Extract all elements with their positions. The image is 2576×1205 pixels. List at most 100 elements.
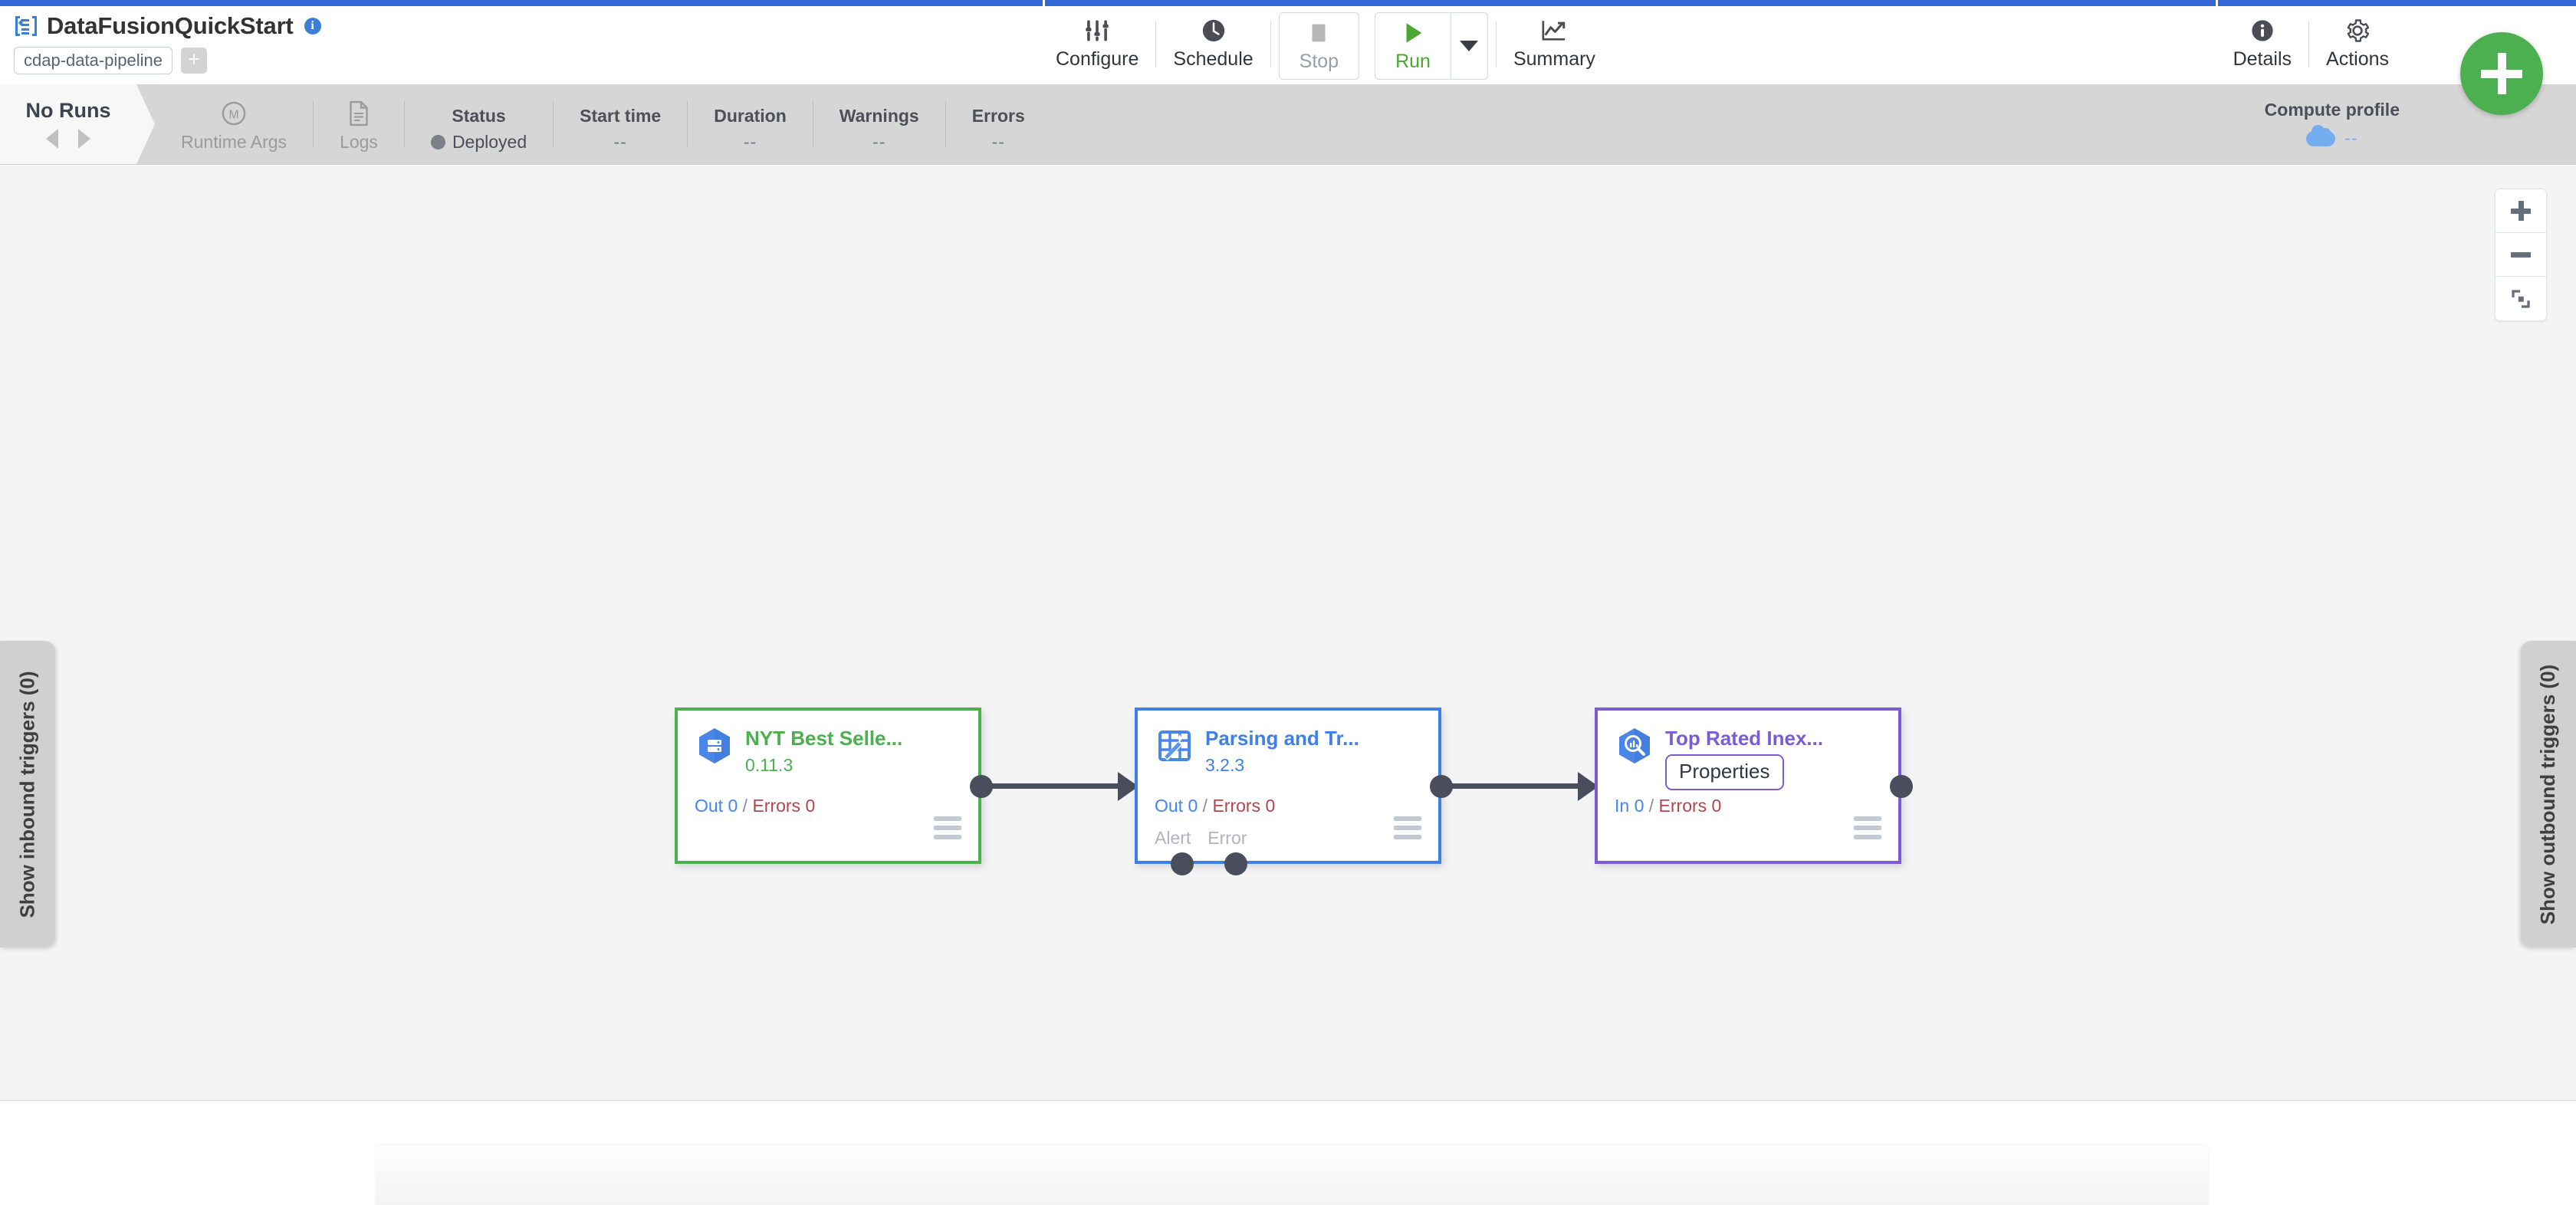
duration-cell: Duration --: [688, 84, 813, 164]
node-properties-button[interactable]: Properties: [1665, 754, 1784, 790]
pipeline-node-sink[interactable]: Top Rated Inex... Properties In 0 / Erro…: [1595, 708, 1913, 864]
details-label: Details: [2233, 48, 2292, 70]
node-output-port[interactable]: [1890, 775, 1913, 798]
cdap-logo-icon: [15, 16, 37, 36]
pipeline-header: DataFusionQuickStart i cdap-data-pipelin…: [0, 6, 2576, 84]
compute-profile-cell[interactable]: Compute profile --: [2265, 84, 2400, 164]
triangle-right-icon[interactable]: [78, 128, 90, 149]
fit-screen-icon: [2512, 289, 2530, 308]
bigquery-source-icon: [699, 728, 730, 763]
run-status-bar: No Runs M Runtime Args: [0, 84, 2576, 165]
triangle-left-icon[interactable]: [46, 128, 58, 149]
play-triangle-icon: [1400, 16, 1426, 50]
logs-button[interactable]: Logs: [314, 84, 404, 164]
node-title: Parsing and Tr...: [1205, 727, 1359, 750]
node-alert-port-label[interactable]: Alert: [1155, 828, 1191, 848]
node-menu-icon[interactable]: [1854, 816, 1881, 844]
warnings-value: --: [872, 132, 886, 152]
header-toolbar: Configure Schedule Stop: [1039, 11, 1612, 81]
connector-link-2[interactable]: [1451, 783, 1619, 789]
add-tag-button[interactable]: +: [181, 48, 208, 74]
fit-to-screen-button[interactable]: [2496, 277, 2546, 320]
pipeline-type-tag[interactable]: cdap-data-pipeline: [14, 47, 173, 75]
show-outbound-triggers-tab[interactable]: Show outbound triggers (0): [2521, 641, 2576, 947]
node-menu-icon[interactable]: [934, 816, 961, 844]
pipeline-node-transform[interactable]: Parsing and Tr... 3.2.3 Out 0 / Errors 0…: [1135, 708, 1453, 875]
node-errors-metric: Errors 0: [1212, 796, 1276, 816]
runbar-divider-3: [553, 100, 554, 148]
node-errors-metric: Errors 0: [752, 796, 816, 816]
duration-value: --: [743, 132, 757, 152]
top-accent-strip: [0, 0, 2576, 6]
node-error-port[interactable]: [1224, 852, 1247, 875]
configure-button[interactable]: Configure: [1039, 11, 1155, 71]
gear-icon: [2344, 14, 2371, 48]
status-badge: Deployed: [430, 132, 527, 153]
node-errors-metric: Errors 0: [1658, 796, 1722, 816]
info-circle-icon: [2249, 14, 2275, 48]
run-button[interactable]: Run: [1375, 13, 1451, 79]
warnings-header: Warnings: [839, 106, 919, 126]
zoom-out-button[interactable]: [2496, 233, 2546, 277]
runbar-divider-6: [945, 100, 946, 148]
node-version: 0.11.3: [745, 754, 794, 775]
node-title: Top Rated Inex...: [1665, 727, 1824, 750]
duration-header: Duration: [714, 106, 787, 126]
schedule-button[interactable]: Schedule: [1156, 11, 1270, 71]
node-menu-icon[interactable]: [1394, 816, 1421, 844]
actions-button[interactable]: Actions: [2309, 11, 2406, 71]
plus-icon-vertical: [2497, 53, 2506, 94]
runtime-args-label: Runtime Args: [181, 131, 288, 152]
chevron-down-icon: [1460, 41, 1479, 51]
node-out-metric: Out 0: [1155, 796, 1198, 816]
run-options-dropdown[interactable]: [1450, 13, 1487, 79]
toolbar-divider-1: [1155, 21, 1157, 67]
node-metric-separator: /: [1648, 796, 1654, 816]
details-button[interactable]: Details: [2216, 11, 2308, 71]
node-port-labels: Alert Error: [1155, 828, 1247, 849]
info-icon[interactable]: i: [304, 18, 321, 34]
add-plugin-fab-button[interactable]: [2460, 32, 2543, 115]
pipeline-node-source[interactable]: NYT Best Selle... 0.11.3 Out 0 / Errors …: [675, 708, 993, 864]
node-output-port[interactable]: [1430, 775, 1453, 798]
summary-label: Summary: [1513, 48, 1595, 70]
top-strip-seam-left: [1043, 0, 1045, 6]
status-value: Deployed: [452, 132, 527, 152]
node-error-port-label[interactable]: Error: [1208, 828, 1247, 848]
stop-square-icon: [1306, 16, 1332, 50]
node-metrics: In 0 / Errors 0: [1615, 796, 1721, 816]
toolbar-divider-4: [2308, 21, 2310, 67]
start-time-cell: Start time --: [554, 84, 687, 164]
bottom-panel-area: [0, 1102, 2576, 1205]
stop-button[interactable]: Stop: [1280, 13, 1359, 79]
status-dot-icon: [430, 135, 445, 149]
minus-icon: [2511, 251, 2531, 258]
macro-m-icon: M: [220, 97, 248, 127]
plus-icon: [2511, 201, 2531, 221]
run-bar-items: M Runtime Args Logs Status: [155, 84, 1051, 164]
node-metric-separator: /: [1202, 796, 1208, 816]
runtime-args-button[interactable]: M Runtime Args: [155, 84, 313, 164]
stop-button-box[interactable]: Stop: [1278, 12, 1360, 80]
schedule-label: Schedule: [1173, 48, 1254, 70]
header-right-toolbar: Details Actions: [2216, 11, 2406, 81]
compute-profile-header: Compute profile: [2264, 100, 2400, 120]
node-alert-port[interactable]: [1171, 852, 1194, 875]
no-runs-title: No Runs: [25, 98, 111, 122]
errors-header: Errors: [971, 106, 1025, 126]
pipeline-canvas[interactable]: Show inbound triggers (0) Show outbound …: [0, 166, 2576, 1101]
node-metrics: Out 0 / Errors 0: [1155, 796, 1275, 816]
node-output-port[interactable]: [970, 775, 993, 798]
run-button-box[interactable]: Run: [1375, 12, 1488, 80]
canvas-zoom-controls: [2495, 189, 2547, 321]
clock-icon: [1200, 14, 1227, 48]
node-in-metric: In 0: [1615, 796, 1644, 816]
zoom-in-button[interactable]: [2496, 189, 2546, 233]
connector-link-1[interactable]: [991, 783, 1159, 789]
runbar-divider-4: [687, 100, 688, 148]
show-inbound-triggers-tab[interactable]: Show inbound triggers (0): [0, 641, 55, 947]
node-title: NYT Best Selle...: [745, 727, 903, 750]
summary-button[interactable]: Summary: [1497, 11, 1612, 71]
node-metrics: Out 0 / Errors 0: [695, 796, 815, 816]
